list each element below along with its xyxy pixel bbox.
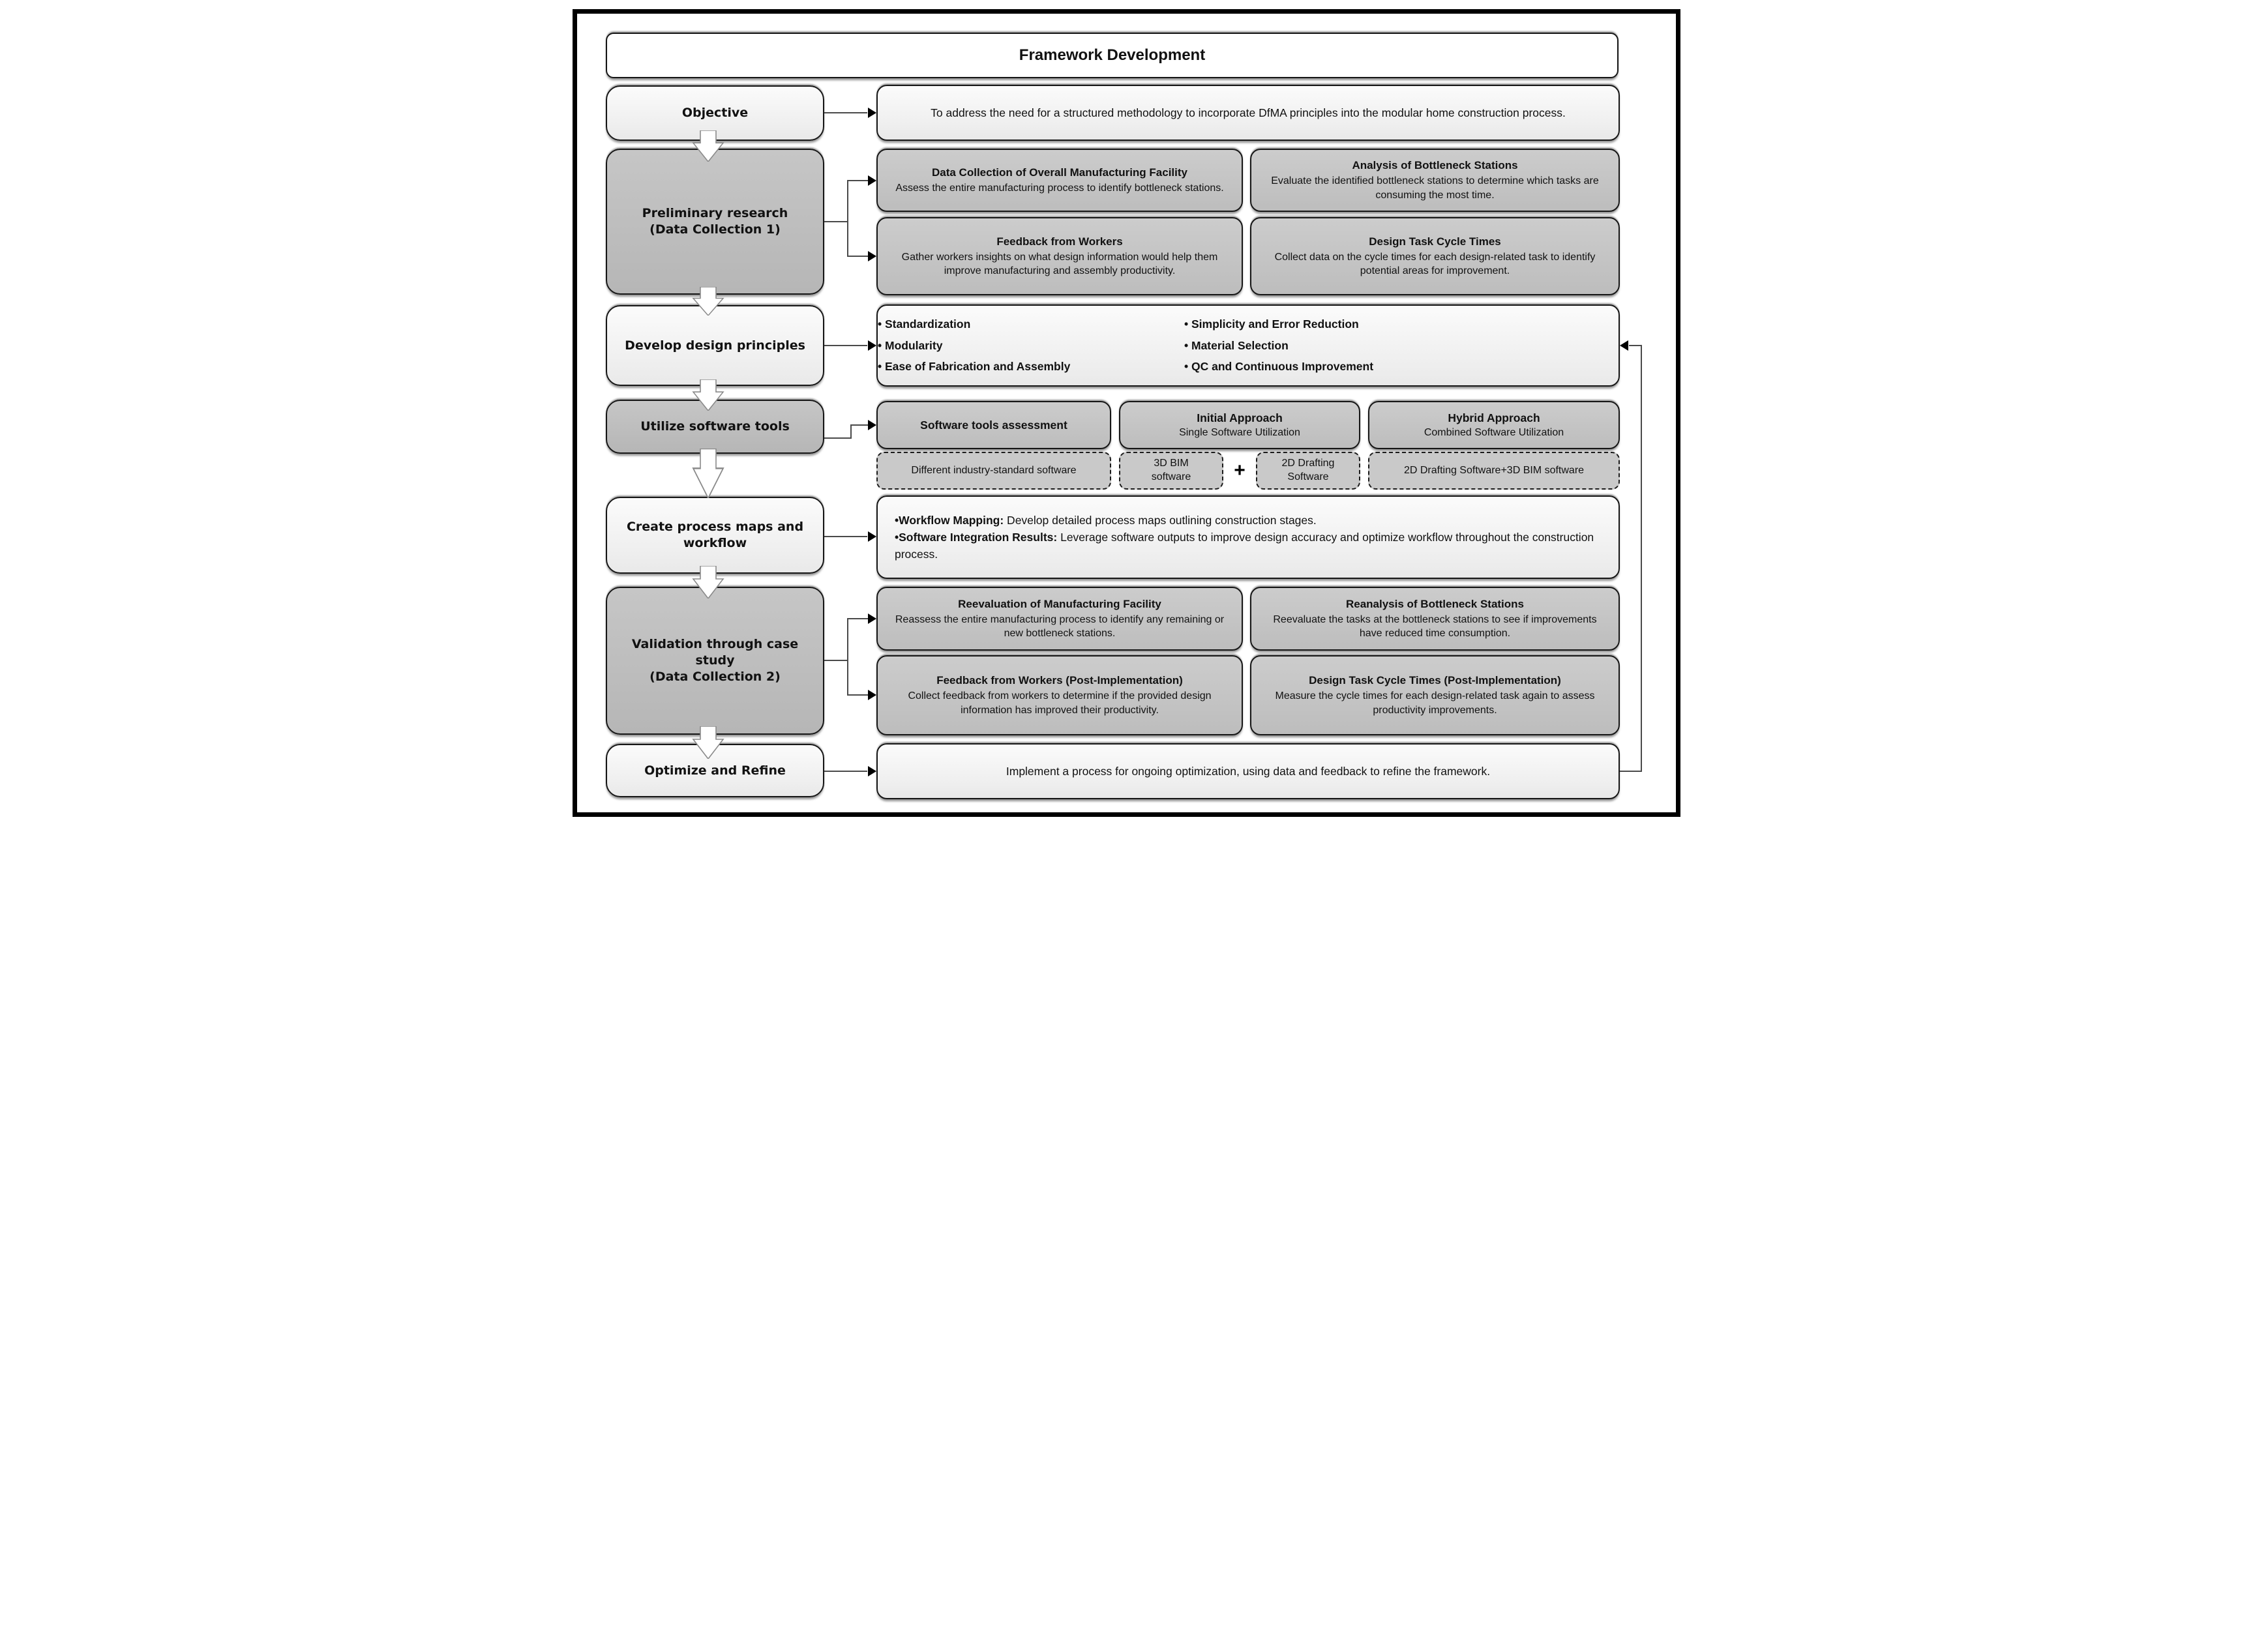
workflow-mapping-lead: •Workflow Mapping: — [895, 513, 1004, 527]
outer-border — [573, 9, 1680, 817]
flow-arrow-down-icon — [692, 566, 724, 598]
software-integration-lead: •Software Integration Results: — [895, 530, 1058, 544]
card-title: Reanalysis of Bottleneck Stations — [1345, 597, 1525, 610]
arrowhead-right-icon — [868, 613, 876, 624]
card-body: Assess the entire manufacturing process … — [895, 182, 1224, 194]
principle-item: Ease of Fabrication and Assembly — [878, 356, 1184, 377]
card-title: Feedback from Workers (Post-Implementati… — [936, 674, 1183, 687]
hybrid-approach-box: Hybrid Approach Combined Software Utiliz… — [1368, 401, 1620, 449]
arrowhead-right-icon — [868, 690, 876, 700]
hybrid-approach-title: Hybrid Approach — [1448, 411, 1540, 424]
connector-line — [824, 660, 848, 661]
connector-line — [847, 618, 848, 695]
arrowhead-right-icon — [868, 251, 876, 261]
hybrid-approach-subtitle: Combined Software Utilization — [1424, 426, 1564, 438]
objective-detail-box: To address the need for a structured met… — [876, 85, 1620, 141]
principle-item: Material Selection — [1184, 335, 1373, 356]
card-body: Measure the cycle times for each design-… — [1275, 690, 1595, 716]
stage-preliminary-research: Preliminary research (Data Collection 1) — [606, 149, 824, 295]
card-title: Design Task Cycle Times — [1369, 235, 1501, 248]
connector-line — [824, 221, 848, 222]
framework-development-diagram: Framework Development Objective Prelimin… — [563, 0, 1690, 826]
stage-create-process-maps: Create process maps and workflow — [606, 497, 824, 574]
arrowhead-right-icon — [868, 766, 876, 776]
connector-line — [824, 345, 867, 346]
workflow-mapping-rest: Develop detailed process maps outlining … — [1004, 513, 1317, 527]
initial-approach-subtitle: Single Software Utilization — [1179, 426, 1300, 438]
arrowhead-right-icon — [868, 340, 876, 351]
software-tools-assessment-box: Software tools assessment — [876, 401, 1111, 449]
initial-approach-title: Initial Approach — [1197, 411, 1283, 424]
stage-validation-case-study: Validation through case study (Data Coll… — [606, 587, 824, 735]
card-feedback-workers: Feedback from Workers Gather workers ins… — [876, 217, 1243, 295]
card-body: Reassess the entire manufacturing proces… — [895, 613, 1225, 640]
feedback-loop-line — [1620, 771, 1642, 772]
principles-list-right: Simplicity and Error Reduction Material … — [1184, 314, 1373, 377]
card-title: Feedback from Workers — [996, 235, 1123, 248]
software-integration-line: •Software Integration Results: Leverage … — [895, 529, 1602, 563]
arrowhead-right-icon — [868, 175, 876, 186]
card-reanalysis-bottleneck: Reanalysis of Bottleneck Stations Reeval… — [1250, 587, 1620, 651]
connector-line — [824, 112, 867, 113]
connector-line — [847, 256, 868, 257]
principle-item: QC and Continuous Improvement — [1184, 356, 1373, 377]
connector-line — [847, 618, 868, 619]
connector-line — [850, 424, 852, 439]
card-title: Design Task Cycle Times (Post-Implementa… — [1309, 674, 1561, 687]
card-body: Collect feedback from workers to determi… — [908, 690, 1212, 716]
card-cycle-times-post-implementation: Design Task Cycle Times (Post-Implementa… — [1250, 655, 1620, 735]
principle-item: Modularity — [878, 335, 1184, 356]
connector-line — [824, 536, 867, 537]
stage-optimize-and-refine: Optimize and Refine — [606, 744, 824, 797]
drafting-software-box: 2D Drafting Software — [1256, 452, 1360, 490]
design-principles-box: Standardization Modularity Ease of Fabri… — [876, 304, 1620, 387]
software-assessment-label: Software tools assessment — [920, 418, 1067, 432]
stage-develop-design-principles: Develop design principles — [606, 305, 824, 386]
principle-item: Standardization — [878, 314, 1184, 334]
bim-software-box: 3D BIM software — [1119, 452, 1223, 490]
combined-software-box: 2D Drafting Software+3D BIM software — [1368, 452, 1620, 490]
connector-line — [847, 180, 848, 257]
card-title: Reevaluation of Manufacturing Facility — [958, 597, 1161, 610]
card-reevaluation-facility: Reevaluation of Manufacturing Facility R… — [876, 587, 1243, 651]
feedback-loop-line — [1641, 345, 1642, 772]
card-body: Evaluate the identified bottleneck stati… — [1271, 175, 1599, 201]
page-title: Framework Development — [606, 33, 1619, 78]
connector-line — [847, 694, 868, 696]
card-title: Analysis of Bottleneck Stations — [1352, 159, 1518, 172]
principles-list-left: Standardization Modularity Ease of Fabri… — [878, 314, 1184, 377]
feedback-loop-line — [1629, 345, 1642, 346]
workflow-mapping-line: •Workflow Mapping: Develop detailed proc… — [895, 512, 1317, 529]
card-design-task-cycle-times: Design Task Cycle Times Collect data on … — [1250, 217, 1620, 295]
arrowhead-right-icon — [868, 108, 876, 118]
flow-arrow-down-icon — [692, 449, 724, 498]
industry-standard-software-box: Different industry-standard software — [876, 452, 1111, 490]
optimize-detail-box: Implement a process for ongoing optimiza… — [876, 743, 1620, 799]
card-title: Data Collection of Overall Manufacturing… — [931, 166, 1187, 179]
principle-item: Simplicity and Error Reduction — [1184, 314, 1373, 334]
card-data-collection-facility: Data Collection of Overall Manufacturing… — [876, 149, 1243, 212]
connector-line — [824, 437, 852, 439]
card-analysis-bottleneck: Analysis of Bottleneck Stations Evaluate… — [1250, 149, 1620, 212]
connector-line — [824, 771, 867, 772]
initial-approach-box: Initial Approach Single Software Utiliza… — [1119, 401, 1360, 449]
plus-sign: + — [1234, 460, 1246, 481]
flow-arrow-down-icon — [692, 130, 724, 162]
connector-line — [847, 180, 868, 181]
flow-arrow-down-icon — [692, 726, 724, 759]
card-body: Reevaluate the tasks at the bottleneck s… — [1273, 613, 1597, 640]
flow-arrow-down-icon — [692, 379, 724, 411]
process-maps-detail-box: •Workflow Mapping: Develop detailed proc… — [876, 495, 1620, 579]
arrowhead-right-icon — [868, 531, 876, 542]
software-integration-rest: Leverage software outputs to improve des… — [895, 530, 1594, 561]
card-body: Collect data on the cycle times for each… — [1274, 251, 1596, 277]
card-body: Gather workers insights on what design i… — [901, 251, 1218, 277]
arrowhead-left-icon — [1620, 340, 1628, 351]
arrowhead-right-icon — [868, 420, 876, 430]
card-feedback-post-implementation: Feedback from Workers (Post-Implementati… — [876, 655, 1243, 735]
connector-line — [850, 424, 868, 426]
flow-arrow-down-icon — [692, 287, 724, 316]
